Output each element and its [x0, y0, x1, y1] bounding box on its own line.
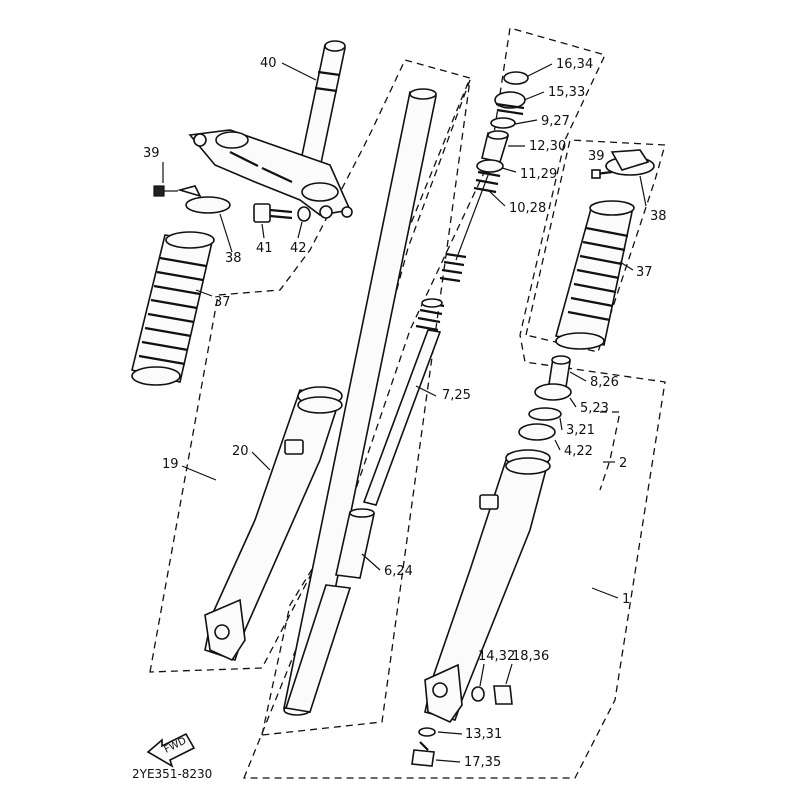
o-ring-9-27: [490, 117, 516, 129]
leader-lines: [162, 62, 647, 763]
callout-38-right: 38: [650, 209, 667, 224]
spacer-6-24: [335, 508, 375, 579]
callout-16-34: 16,34: [556, 57, 593, 72]
callout-41: 41: [256, 241, 273, 256]
clip-3-21: [528, 407, 562, 421]
callout-40: 40: [260, 56, 277, 71]
washer-42: [297, 205, 333, 222]
callout-38-left: 38: [225, 251, 242, 266]
fork-boot-37-left: [131, 231, 215, 386]
cap-16-34: [503, 71, 529, 85]
callout-4-22: 4,22: [564, 444, 593, 459]
collar-12-30: [481, 130, 510, 163]
drawing-code: 2YE351-8230: [132, 767, 212, 781]
fwd-arrow-icon: FWD: [146, 732, 196, 768]
callout-39-left: 39: [143, 146, 160, 161]
washer-13-31: [418, 727, 436, 737]
callout-42: 42: [290, 241, 307, 256]
cap-bolt-15-33: [494, 91, 526, 116]
callout-12-30: 12,30: [529, 139, 566, 154]
callout-7-25: 7,25: [442, 388, 471, 403]
callout-20: 20: [232, 444, 249, 459]
washer-14-32: [471, 686, 485, 702]
callout-2: 2: [619, 456, 627, 471]
callout-10-28: 10,28: [509, 201, 546, 216]
inner-tube: [283, 88, 437, 716]
callout-8-26: 8,26: [590, 375, 619, 390]
group-boot-right-boundary: [525, 139, 666, 353]
clamp-38-right: [605, 149, 655, 176]
callout-13-31: 13,31: [465, 727, 502, 742]
bolt-39-left: [153, 185, 178, 197]
bushing-8-26: [548, 355, 571, 388]
fork-boot-37-right: [554, 200, 635, 350]
callout-14-32: 14,32: [478, 649, 515, 664]
group-inner-tube-boundary: [261, 79, 471, 736]
bolt-17-35: [411, 741, 435, 767]
steering-stem-40: [188, 40, 353, 218]
fork-spring: [439, 169, 491, 283]
callout-3-21: 3,21: [566, 423, 595, 438]
callout-37-right: 37: [636, 265, 653, 280]
callout-37-left: 37: [214, 295, 231, 310]
callout-11-29: 11,29: [520, 167, 557, 182]
group-19-boundary: [149, 59, 471, 673]
callout-6-24: 6,24: [384, 564, 413, 579]
bolt-41: [253, 203, 293, 223]
outer-tube-1: [424, 449, 551, 724]
seal-5-23: [534, 383, 572, 401]
callout-39-right: 39: [588, 149, 605, 164]
callout-1: 1: [622, 592, 630, 607]
damper-rod-7-25: [362, 298, 445, 506]
washer-11-29: [476, 159, 504, 173]
group-2-bracket: [599, 411, 621, 491]
seal-4-22: [518, 423, 556, 441]
spacer-lower: [284, 584, 352, 713]
callout-5-23: 5,23: [580, 401, 609, 416]
callout-9-27: 9,27: [541, 114, 570, 129]
spring-10-28: [473, 170, 501, 194]
drain-bolt-18-36: [493, 685, 513, 705]
callout-19: 19: [162, 457, 179, 472]
clamp-38-left: [177, 185, 231, 214]
callout-15-33: 15,33: [548, 85, 585, 100]
callout-17-35: 17,35: [464, 755, 501, 770]
group-1-boundary: [243, 27, 666, 779]
bolt-39-right: [591, 169, 613, 179]
callout-18-36: 18,36: [512, 649, 549, 664]
outer-tube-20: [204, 386, 343, 662]
